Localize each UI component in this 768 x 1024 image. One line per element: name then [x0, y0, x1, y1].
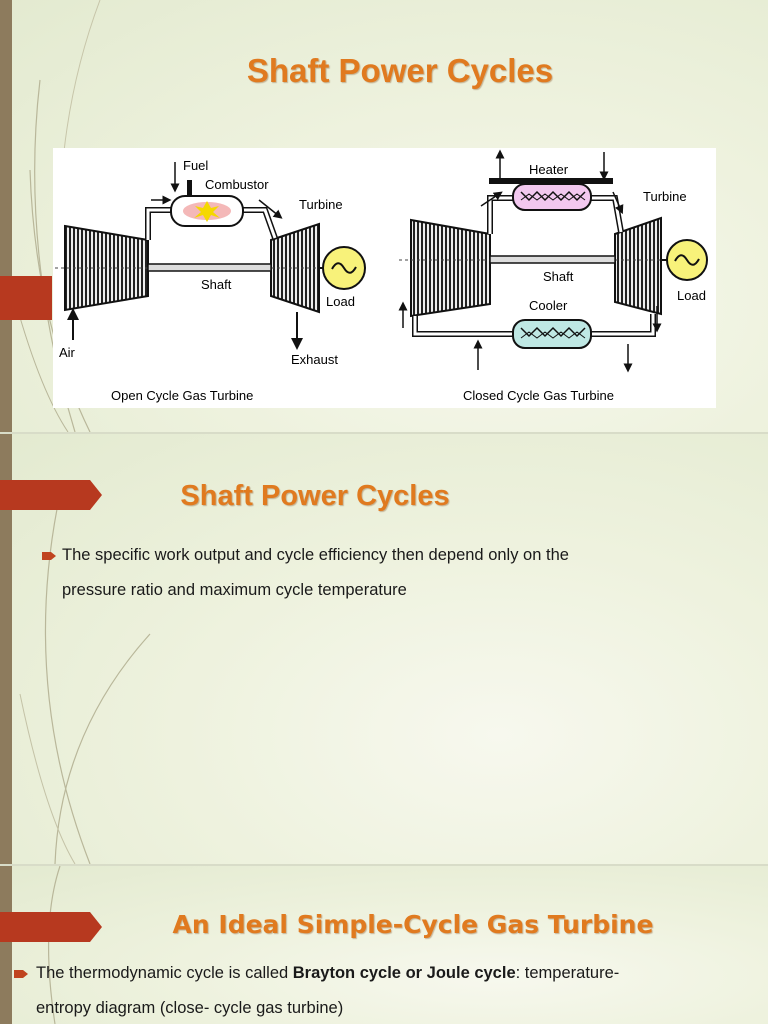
heater	[512, 183, 592, 211]
slide-1: Shaft Power Cycles	[0, 0, 768, 432]
slide-3: An Ideal Simple-Cycle Gas Turbine The th…	[0, 866, 768, 1024]
decorative-curves	[19, 493, 151, 864]
bullet-prefix: The thermodynamic cycle is called	[36, 964, 293, 982]
label-open-load: Load	[326, 294, 355, 309]
slide-separator	[0, 432, 768, 434]
label-combustor: Combustor	[205, 177, 269, 192]
slide-title: Shaft Power Cycles	[180, 480, 450, 512]
bullet-text: The thermodynamic cycle is called Brayto…	[36, 956, 736, 1024]
slide-2: Shaft Power Cycles The specific work out…	[0, 434, 768, 864]
open-shaft	[147, 263, 272, 272]
caption-open-cycle: Open Cycle Gas Turbine	[111, 388, 253, 403]
bullet-suffix: : temperature-	[515, 964, 620, 982]
open-cycle-diagram: Fuel Combustor Turbine Shaft Load Air Ex…	[55, 158, 366, 403]
bullet-line-2: entropy diagram (close- cycle gas turbin…	[36, 999, 344, 1017]
label-fuel: Fuel	[183, 158, 208, 173]
bullet-line-1: The specific work output and cycle effic…	[62, 546, 569, 564]
open-compressor	[64, 224, 149, 312]
bullet-text: The specific work output and cycle effic…	[62, 538, 702, 608]
label-air: Air	[59, 345, 76, 360]
bullet-line-2: pressure ratio and maximum cycle tempera…	[62, 581, 407, 599]
label-closed-turbine: Turbine	[643, 189, 687, 204]
bullet-arrow-icon	[42, 552, 56, 560]
label-heater: Heater	[529, 162, 569, 177]
label-cooler: Cooler	[529, 298, 568, 313]
closed-compressor	[410, 218, 491, 318]
label-closed-load: Load	[677, 288, 706, 303]
bullet-arrow-icon	[14, 970, 28, 978]
left-bar	[0, 0, 12, 432]
closed-turbine	[614, 216, 662, 316]
label-exhaust: Exhaust	[291, 352, 338, 367]
label-closed-shaft: Shaft	[543, 269, 574, 284]
cooler	[512, 319, 592, 349]
slide-title: An Ideal Simple-Cycle Gas Turbine	[172, 910, 654, 939]
ribbon-marker	[0, 276, 52, 320]
caption-closed-cycle: Closed Cycle Gas Turbine	[463, 388, 614, 403]
closed-cycle-diagram: Heater Turbine Shaft Load Cooler Closed …	[398, 149, 708, 403]
bullet-bold-term: Brayton cycle or Joule cycle	[292, 964, 516, 982]
closed-shaft	[489, 255, 616, 264]
label-open-shaft: Shaft	[201, 277, 232, 292]
left-bar	[0, 434, 12, 864]
gas-turbine-diagram: Fuel Combustor Turbine Shaft Load Air Ex…	[53, 148, 716, 408]
slide-separator	[0, 864, 768, 866]
ribbon-marker	[0, 480, 102, 510]
slide-title: Shaft Power Cycles	[246, 52, 554, 89]
ribbon-marker	[0, 912, 102, 942]
label-open-turbine: Turbine	[299, 197, 343, 212]
left-bar	[0, 866, 12, 1024]
